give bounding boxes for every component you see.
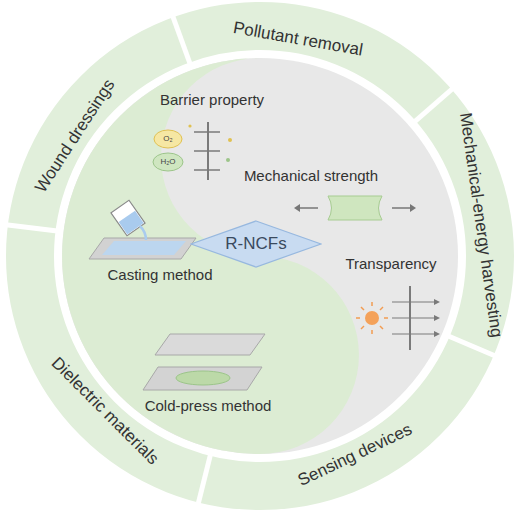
tensile-icon [294,196,416,220]
node-text: R-NCFs [225,234,286,254]
transparency-icon [356,286,440,350]
property-label: Barrier property [160,91,264,108]
molecule-label: H₂O [160,158,175,166]
property-label: Transparency [345,255,436,272]
ring-separators [2,12,500,509]
diamond-shape [191,221,321,267]
yin-yang-shape [62,58,359,454]
method-label: Casting method [107,266,212,283]
application-ring [30,26,490,486]
core-diamond: R-NCFs [190,220,322,268]
casting-icon [89,200,196,259]
inner-disc [62,58,458,454]
barrier-icon [153,122,232,180]
cold-press-icon [143,334,265,390]
property-label: Mechanical strength [244,167,378,184]
molecule-label: O₂ [163,135,172,143]
method-label: Cold-press method [145,397,272,414]
